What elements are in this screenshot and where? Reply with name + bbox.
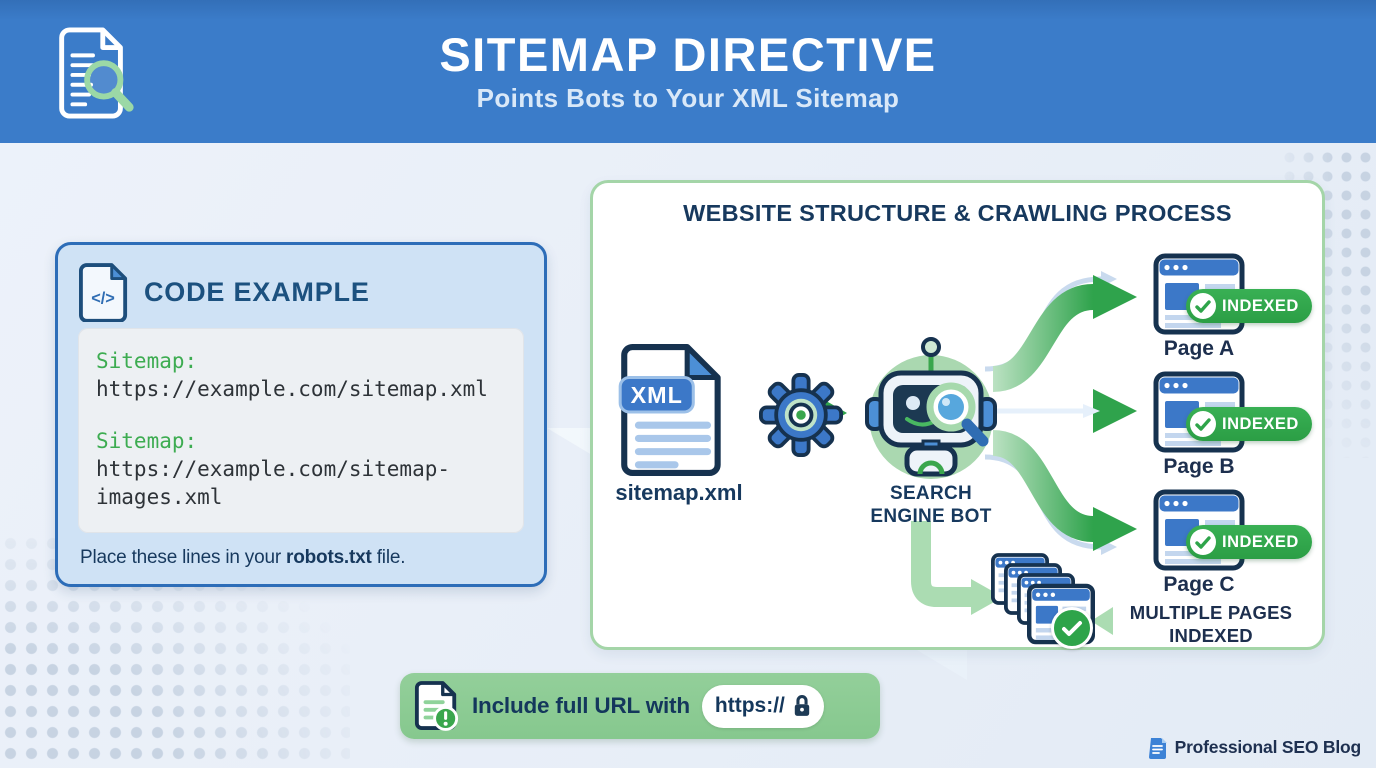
caption-suffix: file.: [371, 547, 406, 568]
diagram-title: WEBSITE STRUCTURE & CRAWLING PROCESS: [683, 200, 1232, 226]
page-c-label: Page C: [1163, 573, 1235, 596]
sitemap-directive: Sitemap:: [96, 349, 198, 373]
code-panel-header: </> CODE EXAMPLE: [58, 245, 544, 322]
code-entry: Sitemap: https://example.com/sitemap-ima…: [96, 428, 506, 511]
header-text: SITEMAP DIRECTIVE Points Bots to Your XM…: [439, 27, 937, 115]
page-b-label: Page B: [1163, 455, 1235, 478]
tip-banner: Include full URL with https://: [400, 673, 880, 739]
footer-brand-label: Professional SEO Blog: [1174, 737, 1362, 757]
sitemap-url: https://example.com/sitemap-images.xml: [96, 457, 451, 509]
gear-icon: [759, 373, 843, 457]
svg-text:</>: </>: [91, 290, 115, 308]
indexed-badge-page-b: INDEXED: [1186, 407, 1312, 441]
sitemap-directive: Sitemap:: [96, 429, 198, 454]
indexed-badge-label: INDEXED: [1222, 532, 1299, 551]
crawling-diagram-panel: WEBSITE STRUCTURE & CRAWLING PROCESS: [590, 180, 1325, 650]
multiple-pages-indexed-label: MULTIPLE PAGES INDEXED: [1129, 602, 1293, 647]
blog-document-icon: [1148, 738, 1167, 759]
page-title: SITEMAP DIRECTIVE: [439, 27, 937, 81]
code-panel-title: CODE EXAMPLE: [144, 276, 370, 307]
stack-check-icon: [1051, 607, 1093, 649]
search-bot-icon: [865, 337, 997, 479]
tip-text: Include full URL with: [472, 693, 690, 718]
indexed-badge-label: INDEXED: [1222, 414, 1299, 433]
footer-brand: Professional SEO Blog: [1148, 736, 1361, 759]
indexed-badge-page-c: INDEXED: [1186, 525, 1312, 559]
search-engine-bot-label: SEARCH ENGINE BOT: [870, 483, 992, 528]
document-magnifier-icon: [59, 27, 134, 119]
code-example-panel: </> CODE EXAMPLE Sitemap: https://exampl…: [55, 242, 547, 587]
lock-icon: [794, 695, 810, 716]
indexed-badge-label: INDEXED: [1222, 296, 1299, 315]
check-icon: [1190, 293, 1216, 319]
check-icon: [1190, 411, 1216, 437]
page-subtitle: Points Bots to Your XML Sitemap: [476, 83, 900, 114]
xml-badge-text: XML: [631, 382, 683, 408]
sitemap-url: https://example.com/sitemap.xml: [96, 376, 488, 401]
code-block: Sitemap: https://example.com/sitemap.xml…: [78, 328, 524, 533]
code-entry: Sitemap: https://example.com/sitemap.xml: [96, 348, 506, 403]
indexed-badge-page-a: INDEXED: [1186, 289, 1312, 323]
code-caption: Place these lines in your robots.txt fil…: [80, 547, 532, 569]
caption-filename: robots.txt: [286, 547, 372, 568]
header-banner: SITEMAP DIRECTIVE Points Bots to Your XM…: [0, 0, 1376, 143]
caption-prefix: Place these lines in your: [80, 547, 287, 568]
xml-file-icon: XML: [618, 344, 721, 476]
protocol-text: https://: [714, 694, 785, 717]
code-file-icon: </>: [79, 263, 128, 322]
https-pill: https://: [701, 684, 824, 728]
document-alert-icon: [414, 681, 459, 731]
sitemap-file-label: sitemap.xml: [615, 480, 743, 505]
page-a-label: Page A: [1163, 337, 1235, 360]
check-icon: [1190, 529, 1216, 555]
